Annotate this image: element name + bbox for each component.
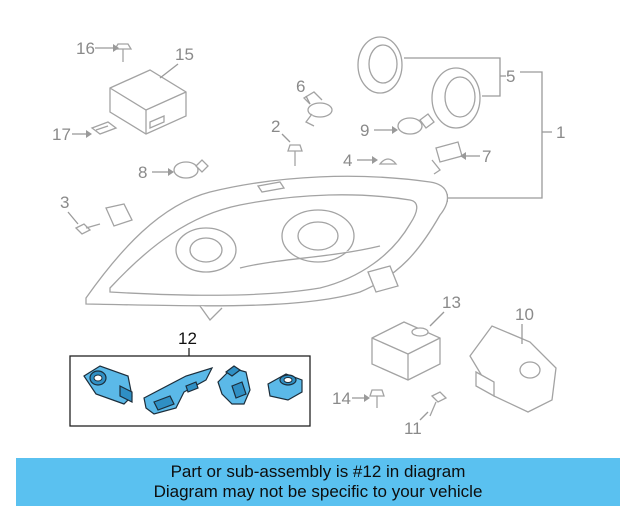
arrow-17 bbox=[86, 130, 92, 138]
arrow-8 bbox=[168, 168, 174, 176]
callout-16[interactable]: 16 bbox=[76, 39, 95, 58]
callout-1[interactable]: 1 bbox=[556, 123, 565, 142]
part-2-screw[interactable] bbox=[287, 144, 303, 166]
part-1-headlamp-housing[interactable] bbox=[85, 175, 449, 322]
leader-3 bbox=[67, 211, 79, 225]
part-14-bolt[interactable] bbox=[369, 389, 385, 408]
callout-4[interactable]: 4 bbox=[343, 151, 352, 170]
parts-diagram: 16 15 17 2 6 5 1 bbox=[52, 36, 565, 438]
part-12-kit-bracket-1[interactable] bbox=[83, 365, 133, 405]
callout-17[interactable]: 17 bbox=[52, 125, 71, 144]
part-10-bracket[interactable] bbox=[469, 325, 557, 413]
callout-8[interactable]: 8 bbox=[138, 163, 147, 182]
part-12-kit-bracket-4[interactable] bbox=[267, 373, 303, 401]
part-3-screw[interactable] bbox=[74, 223, 101, 235]
callout-2[interactable]: 2 bbox=[271, 117, 280, 136]
leader-11 bbox=[419, 411, 429, 421]
arrow-14 bbox=[364, 394, 370, 402]
callout-13[interactable]: 13 bbox=[442, 293, 461, 312]
part-5-cap-lower[interactable] bbox=[431, 67, 481, 129]
part-7-socket[interactable] bbox=[431, 141, 463, 175]
leader-15 bbox=[159, 63, 179, 79]
part-13-module[interactable] bbox=[371, 321, 441, 381]
part-9-bulb[interactable] bbox=[397, 113, 435, 135]
callout-9[interactable]: 9 bbox=[360, 121, 369, 140]
callout-12[interactable]: 12 bbox=[178, 329, 197, 348]
part-5-cap-upper[interactable] bbox=[357, 36, 403, 94]
part-16-bolt[interactable] bbox=[113, 43, 133, 62]
arrow-7 bbox=[460, 152, 466, 160]
part-11-bolt[interactable] bbox=[429, 391, 448, 417]
part-8-bulb[interactable] bbox=[173, 159, 209, 179]
callout-5[interactable]: 5 bbox=[506, 67, 515, 86]
part-15-control-module[interactable] bbox=[109, 69, 187, 135]
info-banner: Part or sub-assembly is #12 in diagram D… bbox=[16, 458, 620, 506]
callout-15[interactable]: 15 bbox=[175, 45, 194, 64]
leader-1 bbox=[448, 71, 543, 199]
part-12-kit-bracket-2[interactable] bbox=[143, 367, 214, 415]
callout-10[interactable]: 10 bbox=[515, 305, 534, 324]
part-12-kit-bracket-3[interactable] bbox=[217, 365, 251, 405]
callout-11[interactable]: 11 bbox=[404, 419, 422, 438]
callout-3[interactable]: 3 bbox=[60, 193, 69, 212]
leader-2 bbox=[281, 133, 291, 143]
banner-line-2: Diagram may not be specific to your vehi… bbox=[153, 482, 483, 501]
part-6-bulb[interactable] bbox=[302, 91, 333, 127]
leader-6 bbox=[305, 95, 311, 105]
callout-14[interactable]: 14 bbox=[332, 389, 351, 408]
leader-5 bbox=[404, 57, 501, 97]
arrow-16 bbox=[113, 44, 119, 52]
leader-13 bbox=[429, 311, 445, 327]
banner-line-1: Part or sub-assembly is #12 in diagram bbox=[170, 462, 466, 481]
arrow-4 bbox=[372, 156, 378, 164]
callout-6[interactable]: 6 bbox=[296, 77, 305, 96]
callout-7[interactable]: 7 bbox=[482, 147, 491, 166]
part-17-clip[interactable] bbox=[90, 121, 118, 135]
arrow-9 bbox=[392, 126, 398, 134]
part-4-cap[interactable] bbox=[378, 158, 398, 165]
